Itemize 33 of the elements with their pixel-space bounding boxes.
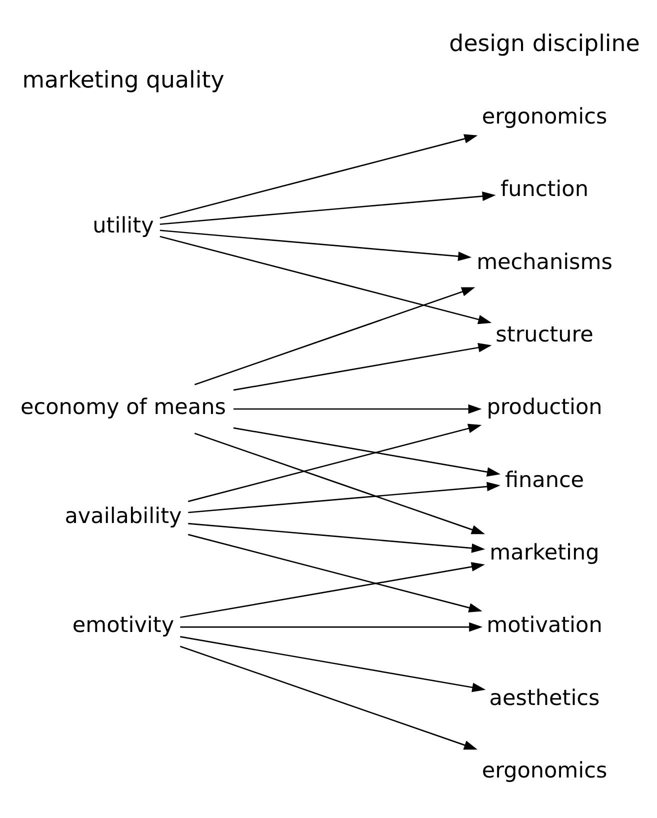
arrow — [194, 432, 485, 534]
node-text: marketing — [490, 540, 600, 566]
arrow — [194, 287, 476, 386]
node-text: mechanisms — [476, 250, 612, 275]
node-text: emotivity — [72, 613, 174, 638]
node-text: utility — [92, 213, 154, 238]
arrow — [160, 134, 478, 219]
node-text: ergonomics — [482, 758, 608, 784]
node-text: production — [486, 395, 602, 420]
arrow — [188, 534, 482, 612]
node-text: structure — [496, 322, 594, 348]
arrow — [233, 404, 482, 414]
node-text: finance — [504, 468, 584, 493]
arrow — [160, 236, 492, 324]
arrow — [233, 427, 500, 477]
arrow — [188, 482, 500, 514]
label: marketing quality — [22, 67, 224, 94]
node-text: ergonomics — [482, 104, 608, 130]
arrow — [160, 192, 496, 225]
arrow — [188, 424, 482, 502]
arrow — [180, 562, 485, 618]
arrow — [180, 646, 478, 750]
arrow — [233, 342, 492, 391]
label: design discipline — [449, 31, 640, 58]
node-text: function — [500, 177, 588, 202]
node-text: aesthetics — [489, 686, 600, 711]
arrow — [180, 636, 486, 692]
arrow — [180, 622, 483, 632]
node-text: economy of means — [20, 395, 226, 420]
arrow — [160, 230, 472, 261]
node-text: motivation — [486, 613, 602, 638]
node-text: availability — [64, 504, 182, 530]
arrow — [188, 522, 486, 553]
